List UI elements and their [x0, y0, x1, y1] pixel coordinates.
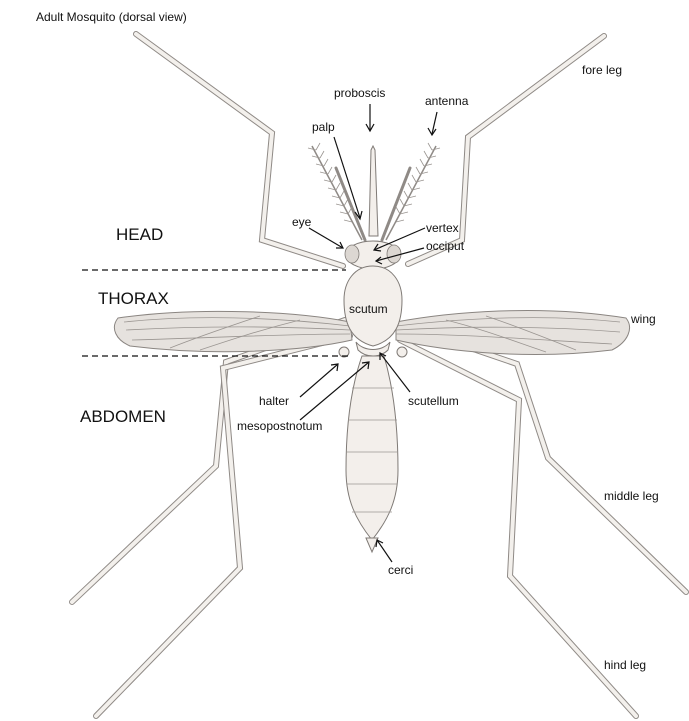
arrow-halter — [300, 364, 338, 397]
arrow-eye — [309, 228, 343, 248]
region-abdomen-label: ABDOMEN — [80, 407, 166, 426]
label-middle-leg: middle leg — [604, 489, 659, 503]
arrow-palp — [334, 137, 360, 218]
label-hind-leg: hind leg — [604, 658, 646, 672]
label-vertex: vertex — [426, 221, 459, 235]
antenna-left — [308, 143, 362, 240]
arrow-cerci — [377, 540, 392, 562]
wing-right — [396, 310, 630, 354]
proboscis — [369, 146, 378, 236]
label-scutellum: scutellum — [408, 394, 459, 408]
abdomen — [346, 356, 398, 552]
diagram-title: Adult Mosquito (dorsal view) — [36, 10, 187, 24]
label-occiput: occiput — [426, 239, 465, 253]
region-thorax-label: THORAX — [98, 289, 169, 308]
label-scutum: scutum — [349, 302, 388, 316]
label-proboscis: proboscis — [334, 86, 385, 100]
fore-leg-left — [136, 34, 343, 266]
label-palp: palp — [312, 120, 335, 134]
label-antenna: antenna — [425, 94, 469, 108]
label-wing: wing — [630, 312, 656, 326]
wing-left — [114, 311, 352, 351]
hind-leg-left — [96, 336, 350, 716]
label-cerci: cerci — [388, 563, 413, 577]
label-halter: halter — [259, 394, 289, 408]
label-fore-leg: fore leg — [582, 63, 622, 77]
label-mesopostnotum: mesopostnotum — [237, 419, 322, 433]
head — [345, 241, 401, 269]
label-eye: eye — [292, 215, 312, 229]
middle-leg-left — [72, 320, 345, 602]
region-head-label: HEAD — [116, 225, 163, 244]
palp-left — [336, 168, 365, 240]
